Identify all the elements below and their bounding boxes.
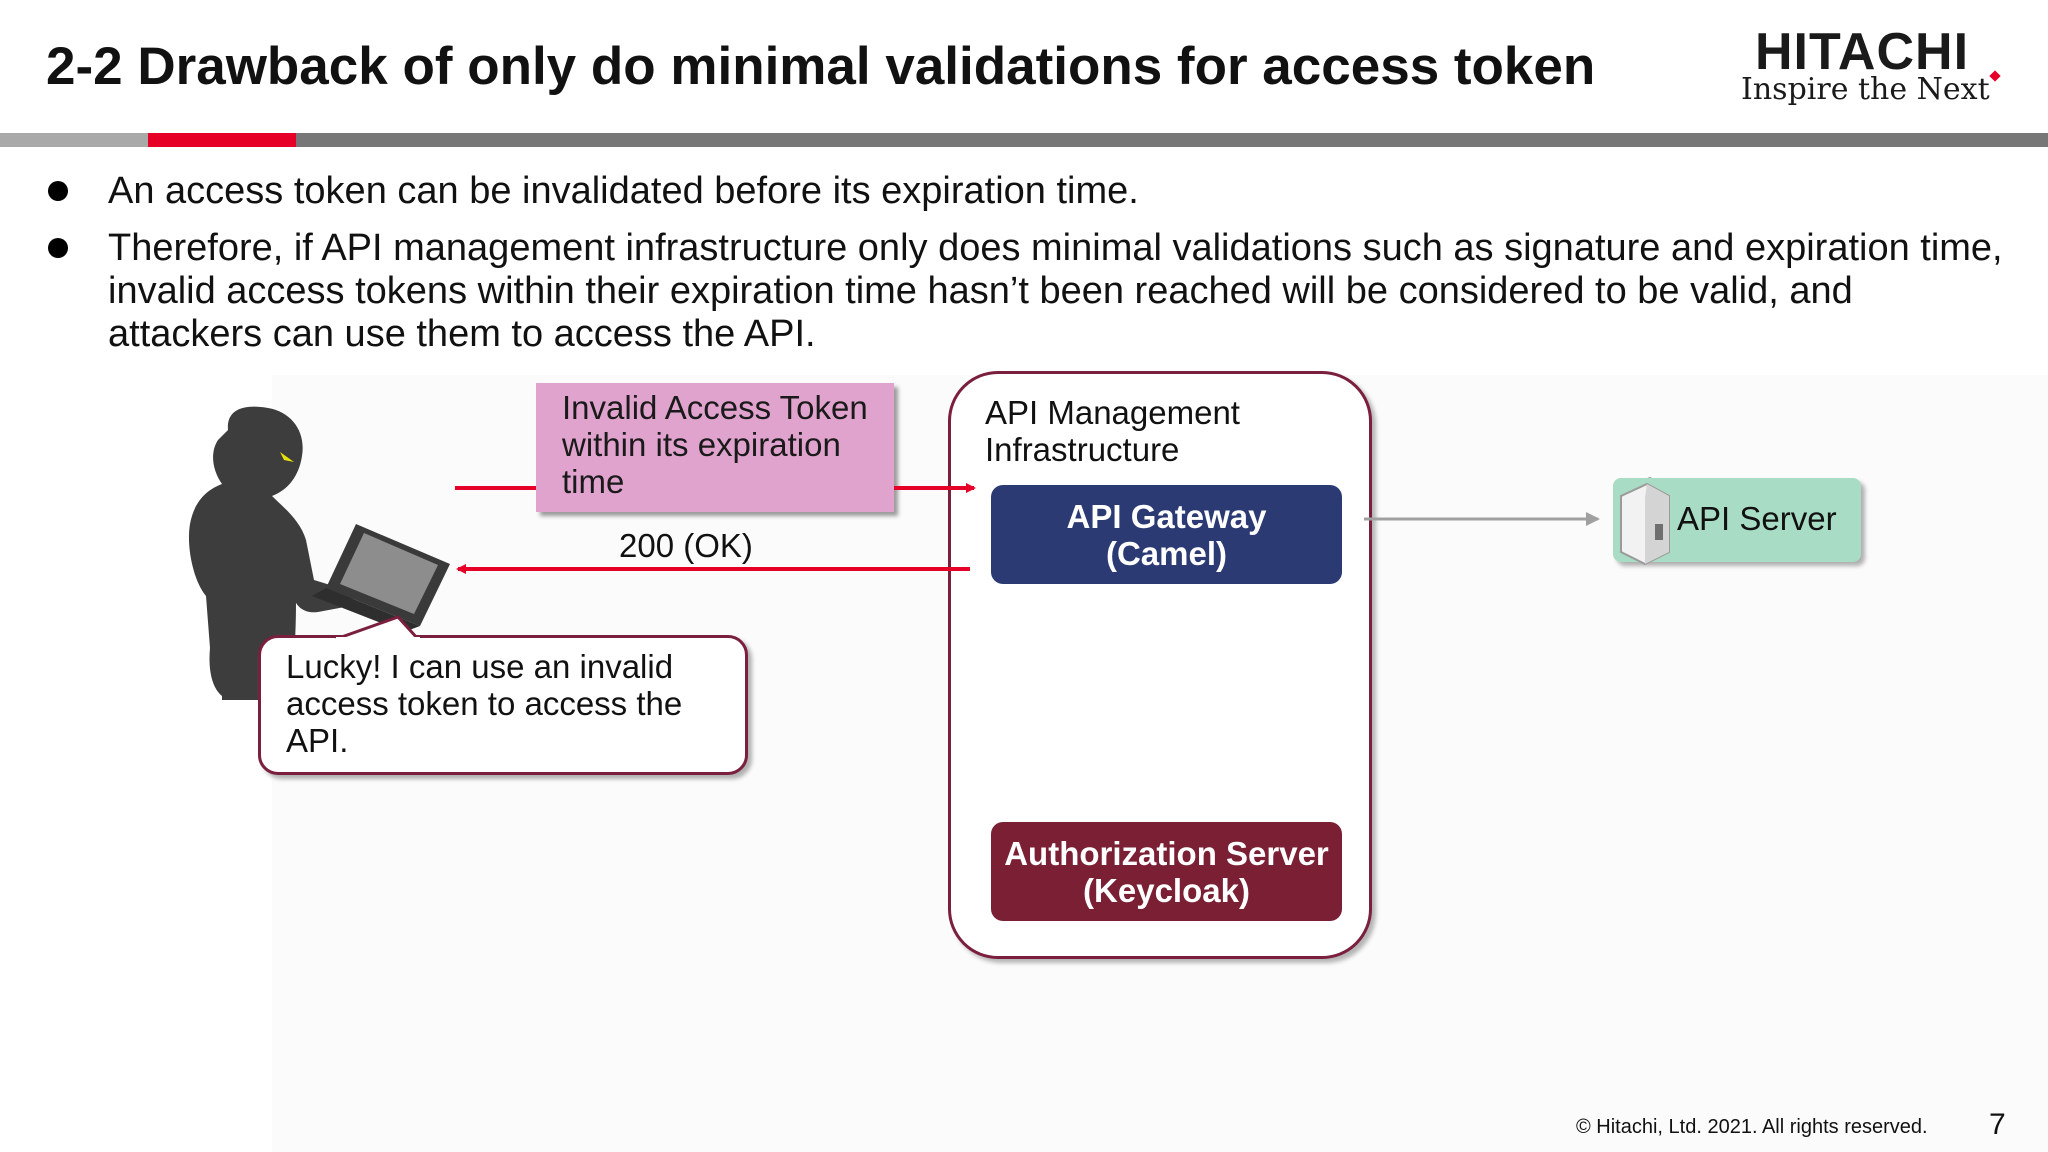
gateway-sublabel: (Camel) — [1105, 534, 1228, 572]
response-label: 200 (OK) — [619, 527, 753, 564]
invalid-token-box: Invalid Access Token within its expirati… — [536, 383, 894, 512]
logo-tagline: Inspire the Next — [1741, 72, 1990, 107]
bullet-2: Therefore, if API management infrastruct… — [108, 227, 2003, 355]
bullet-1: An access token can be invalidated befor… — [108, 170, 1139, 212]
infra-label: API Management Infrastructure — [985, 394, 1240, 468]
bullet-marker — [48, 238, 68, 258]
server-icon — [1620, 482, 1670, 566]
bullet-marker — [48, 181, 68, 201]
attacker-speech-bubble: Lucky! I can use an invalid access token… — [258, 635, 748, 775]
copyright: © Hitachi, Ltd. 2021. All rights reserve… — [1576, 1116, 1928, 1138]
header-rule — [0, 133, 2048, 147]
page-number: 7 — [1989, 1108, 2006, 1141]
authz-label: Authorization Server — [1004, 834, 1329, 872]
header-rule-left — [0, 133, 148, 147]
api-gateway-box: API Gateway (Camel) — [991, 485, 1342, 584]
gateway-label: API Gateway — [1066, 497, 1267, 535]
authz-sublabel: (Keycloak) — [1083, 871, 1250, 909]
api-server-label: API Server — [1677, 500, 1837, 537]
attacker-icon — [188, 406, 450, 700]
hitachi-logo: HITACHI — [1755, 23, 1970, 81]
header-rule-accent — [148, 133, 296, 147]
speech-tail — [335, 615, 420, 641]
page-title: 2-2 Drawback of only do minimal validati… — [46, 37, 1596, 96]
authorization-server-box: Authorization Server (Keycloak) — [991, 822, 1342, 921]
